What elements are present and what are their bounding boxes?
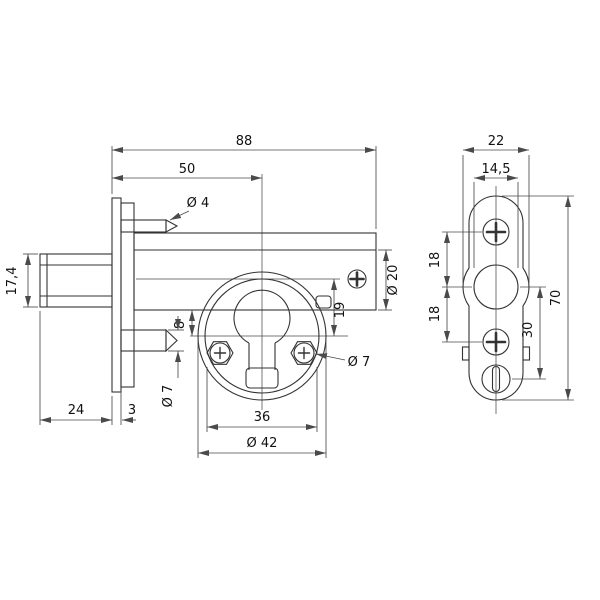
- side-view: 88 50 Ø 4 17,4 Ø 20 19: [5, 134, 401, 458]
- cylinder-cam: [245, 367, 279, 389]
- dimension-overall-length: 88: [111, 134, 377, 229]
- fixing-nut-left: [206, 341, 234, 365]
- dimension-rosette-diameter: Ø 42: [197, 340, 327, 458]
- lock-housing: [133, 232, 377, 311]
- dim-axis-offset: 19: [333, 302, 348, 319]
- dim-top-pin-diameter: Ø 4: [187, 196, 210, 211]
- mounting-pin-top: [120, 219, 179, 233]
- dimension-plate-width: 22: [462, 134, 530, 283]
- dim-bolt-length: 24: [68, 403, 85, 418]
- dimension-bolt-diameter: 17,4: [5, 253, 38, 308]
- dim-edge-offset: 8: [173, 321, 188, 329]
- front-view: 22 14,5 18 18 30: [428, 134, 574, 414]
- dim-bolt-diameter: 17,4: [5, 267, 20, 296]
- dim-faceplate-thickness: 3: [128, 403, 136, 418]
- dimension-lower-screw-offset: 18: [428, 287, 482, 343]
- dimension-plate-height: 70: [502, 195, 574, 401]
- dim-plate-height: 70: [549, 290, 564, 307]
- bolt: [39, 253, 113, 308]
- dim-lower-screw-offset: 18: [428, 306, 443, 323]
- dimension-faceplate-thickness: 3: [120, 391, 136, 425]
- phillips-screw-bottom: [482, 328, 510, 356]
- phillips-screw-top: [482, 218, 510, 246]
- dim-plate-width: 22: [488, 134, 505, 149]
- euro-cylinder-profile: [233, 289, 291, 389]
- dim-screw-spacing: 36: [254, 410, 271, 425]
- cylinder-hole: [473, 264, 519, 310]
- dim-overall-length: 88: [236, 134, 253, 149]
- dimension-bolt-length: 24: [39, 311, 113, 425]
- dimension-bottom-pin-diameter: Ø 7: [161, 316, 184, 407]
- housing-screw: [347, 269, 367, 289]
- dimension-tube-diameter: Ø 20: [378, 249, 401, 311]
- fixing-nut-right: [290, 341, 318, 365]
- dimension-hole-diameter: 14,5: [473, 162, 519, 268]
- escutcheon-plate: [462, 195, 530, 401]
- dim-hole-diameter: 14,5: [482, 162, 511, 177]
- dimension-screw-diameter: Ø 7: [315, 353, 371, 370]
- dim-backset: 50: [179, 162, 196, 177]
- dimension-axis-offset: 19: [331, 279, 348, 336]
- dim-tube-diameter: Ø 20: [386, 265, 401, 296]
- rosette: [197, 271, 327, 401]
- dimension-top-pin-diameter: Ø 4: [169, 196, 210, 221]
- dim-slot-screw-offset: 30: [521, 322, 536, 339]
- dimension-slot-screw-offset: 30: [512, 286, 546, 380]
- dim-rosette-diameter: Ø 42: [247, 436, 278, 451]
- side-clip-left: [461, 346, 470, 361]
- dim-bottom-pin-diameter: Ø 7: [161, 385, 176, 408]
- dim-screw-diameter: Ø 7: [348, 355, 371, 370]
- side-clip-right: [522, 346, 531, 361]
- dim-upper-screw-offset: 18: [428, 252, 443, 269]
- rosette-outer-circle: [197, 271, 327, 401]
- dimension-edge-offset: 8: [173, 310, 195, 336]
- faceplate: [111, 197, 135, 393]
- slotted-screw: [481, 364, 511, 394]
- mounting-pin-bottom: [120, 328, 178, 353]
- dimension-screw-spacing: 36: [206, 367, 318, 432]
- dimension-backset: 50: [112, 162, 262, 181]
- rosette-inner-circle: [204, 278, 320, 394]
